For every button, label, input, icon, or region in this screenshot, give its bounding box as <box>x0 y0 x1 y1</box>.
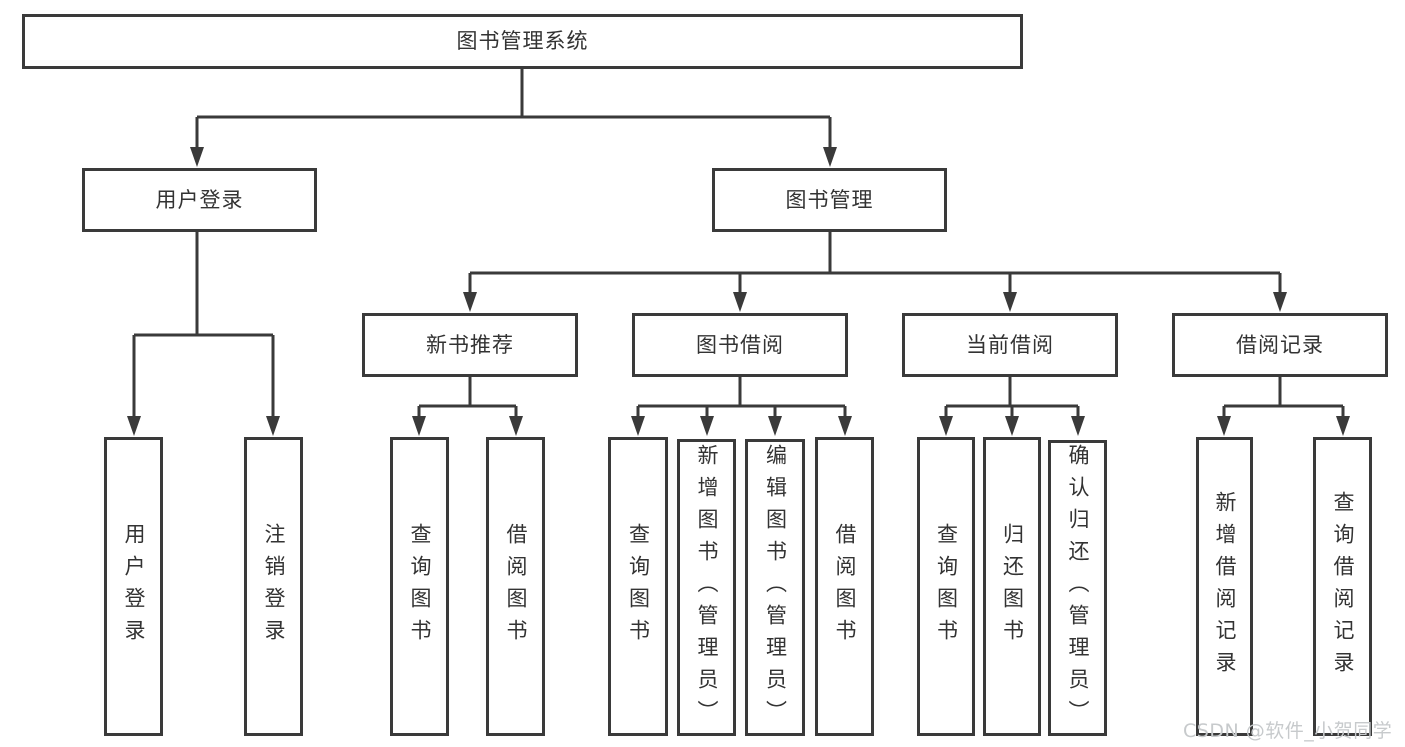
node-current-confirm-return-admin: 确认归还（管理员） <box>1048 440 1107 736</box>
node-borrow-search-books: 查询图书 <box>608 437 668 736</box>
watermark: CSDN @软件_小贺同学 <box>1183 720 1393 742</box>
node-label: 借阅记录 <box>1236 332 1324 357</box>
node-label: 图书管理 <box>785 187 874 212</box>
node-label: 归还图书 <box>1000 522 1025 651</box>
node-label: 查询图书 <box>626 522 651 651</box>
node-label: 用户登录 <box>122 522 146 651</box>
node-label: 借阅图书 <box>833 522 857 651</box>
node-recommend-search-books: 查询图书 <box>390 437 449 736</box>
node-borrowing-records: 借阅记录 <box>1172 313 1388 377</box>
node-user-login-branch: 用户登录 <box>82 168 317 232</box>
node-recommend-borrow-books: 借阅图书 <box>486 437 545 736</box>
node-book-borrowing: 图书借阅 <box>632 313 848 377</box>
node-label: 图书管理系统 <box>456 29 589 53</box>
node-label: 查询图书 <box>408 522 432 651</box>
node-records-search-record: 查询借阅记录 <box>1313 437 1372 736</box>
arrowheads <box>127 147 1350 436</box>
node-label: 新增借阅记录 <box>1213 490 1237 683</box>
node-label: 查询图书 <box>934 522 959 651</box>
node-label: 查询借阅记录 <box>1331 490 1355 683</box>
node-new-book-recommendation: 新书推荐 <box>362 313 578 377</box>
node-label: 图书借阅 <box>696 332 784 357</box>
node-label: 编辑图书（管理员） <box>763 443 788 732</box>
node-label: 新书推荐 <box>426 332 514 357</box>
node-borrow-add-books-admin: 新增图书（管理员） <box>677 439 736 736</box>
node-label: 新增图书（管理员） <box>695 443 719 732</box>
node-label: 确认归还（管理员） <box>1066 444 1090 732</box>
node-records-add-record: 新增借阅记录 <box>1196 437 1253 736</box>
node-borrow-edit-books-admin: 编辑图书（管理员） <box>745 439 805 736</box>
node-current-borrowing: 当前借阅 <box>902 313 1118 377</box>
node-current-return-books: 归还图书 <box>983 437 1041 736</box>
node-label: 注销登录 <box>262 522 286 651</box>
node-borrow-borrow-books: 借阅图书 <box>815 437 874 736</box>
node-label: 借阅图书 <box>504 522 528 651</box>
node-current-search-books: 查询图书 <box>917 437 975 736</box>
node-library-management-system: 图书管理系统 <box>22 14 1023 69</box>
node-user-login: 用户登录 <box>104 437 163 736</box>
node-book-management-branch: 图书管理 <box>712 168 947 232</box>
node-label: 当前借阅 <box>966 332 1054 357</box>
node-label: 用户登录 <box>155 187 244 212</box>
node-logout-login: 注销登录 <box>244 437 303 736</box>
